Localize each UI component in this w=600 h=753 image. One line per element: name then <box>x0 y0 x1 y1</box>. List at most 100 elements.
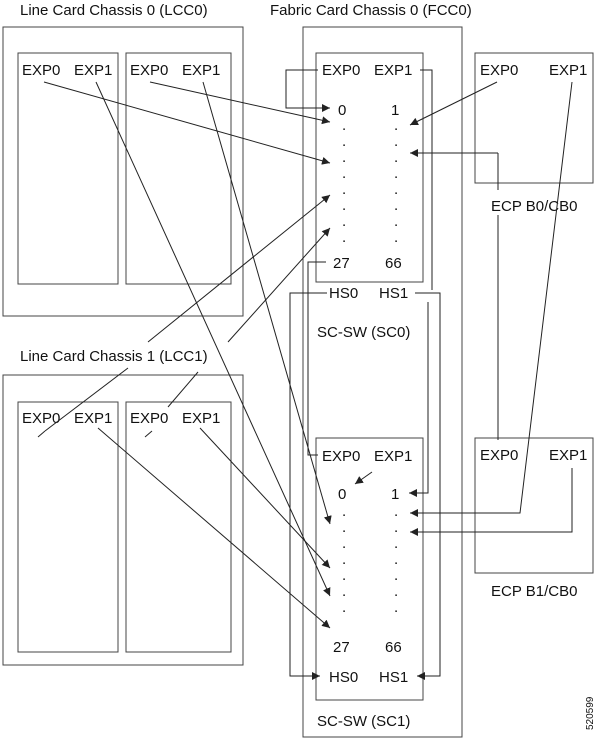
cable-lcc0-c1-exp0 <box>149 81 331 125</box>
lcc1-card-left: EXP0 EXP1 <box>17 401 119 653</box>
lcc0-card-right-frame <box>125 52 232 285</box>
sc1-dots-right: . . . . . . . <box>394 503 398 616</box>
sc1-dot-right: . <box>394 567 398 584</box>
sc1-dot-right: . <box>394 599 398 616</box>
cable-sc0-exp1-to-sc1-port1 <box>409 302 429 497</box>
lcc0-chassis: Line Card Chassis 0 (LCC0) EXP0 EXP1 EXP… <box>2 2 244 317</box>
sc1-dot-right: . <box>394 519 398 536</box>
sc0-dot-left: . <box>342 229 346 246</box>
cable-lcc1-c1-exp0-up <box>227 227 331 343</box>
sc0-dot-left: . <box>342 197 346 214</box>
sc0-dot-right: . <box>394 181 398 198</box>
ecp-b0-frame <box>474 52 594 184</box>
sc1-switch: EXP0 EXP1 0 1 . . . . . . . . . . . . . … <box>315 437 424 730</box>
lcc1-card-left-frame <box>17 401 119 653</box>
cable-lcc1-c0-exp0 <box>37 430 46 438</box>
ecp-b0-exp0-label: EXP0 <box>480 62 518 79</box>
lcc1-title-backdrop <box>16 344 244 366</box>
sc0-dot-right: . <box>394 117 398 134</box>
sc0-dot-right: . <box>394 133 398 150</box>
fcc0-chassis: Fabric Card Chassis 0 (FCC0) EXP0 EXP1 0… <box>270 2 472 738</box>
sc1-label: SC-SW (SC1) <box>317 713 410 730</box>
sc1-hs0-label: HS0 <box>329 669 358 686</box>
lcc0-chassis-frame <box>2 26 244 317</box>
sc1-port-0: 0 <box>338 486 346 503</box>
lcc0-card-right-exp0-label: EXP0 <box>130 62 168 79</box>
lcc1-card-right-frame <box>125 401 232 653</box>
cable-sc1-0-arrow <box>354 471 373 485</box>
sc0-dot-right: . <box>394 213 398 230</box>
cable-lcc1-c0-exp0-link <box>44 367 129 432</box>
cable-lcc1-c1-exp0-link <box>167 371 199 408</box>
lcc1-card-right-exp1-label: EXP1 <box>182 410 220 427</box>
sc0-switch: EXP0 EXP1 0 1 . . . . . . . . . . . . . … <box>315 52 424 341</box>
cable-lcc0-c0-exp1 <box>95 81 331 597</box>
fcc0-title: Fabric Card Chassis 0 (FCC0) <box>270 2 472 19</box>
lcc0-card-right: EXP0 EXP1 <box>125 52 232 285</box>
lcc0-card-left: EXP0 EXP1 <box>17 52 119 285</box>
sc0-dots-right: . . . . . . . . <box>394 117 398 246</box>
lcc1-chassis-frame <box>2 374 244 666</box>
cable-lcc1-c0-exp0-up <box>147 194 331 343</box>
sc1-dot-left: . <box>342 535 346 552</box>
cable-lcc1-c0-exp1 <box>97 427 331 629</box>
sc0-label: SC-SW (SC0) <box>317 324 410 341</box>
sc0-dot-right: . <box>394 197 398 214</box>
ecp-b0-exp1-label: EXP1 <box>549 62 587 79</box>
sc0-port-1: 1 <box>391 102 399 119</box>
cables <box>37 69 573 680</box>
lcc0-card-right-exp1-label: EXP1 <box>182 62 220 79</box>
sc0-frame <box>315 52 424 283</box>
sc0-dot-left: . <box>342 181 346 198</box>
sc0-dots-left: . . . . . . . . <box>342 117 346 246</box>
cable-sc0-hs0-left <box>289 292 327 680</box>
lcc1-card-left-exp1-label: EXP1 <box>74 410 112 427</box>
cable-sc0-27-to-sc1-exp0 <box>307 261 326 456</box>
sc0-port-27: 27 <box>333 255 350 272</box>
cable-sc0-exp0-loop <box>285 69 330 112</box>
lcc1-chassis: Line Card Chassis 1 (LCC1) EXP0 EXP1 EXP… <box>2 344 244 666</box>
sc1-dot-right: . <box>394 503 398 520</box>
lcc1-card-left-exp0-label: EXP0 <box>22 410 60 427</box>
sc0-dot-left: . <box>342 165 346 182</box>
sc0-hs0-label: HS0 <box>329 285 358 302</box>
sc0-port-66: 66 <box>385 255 402 272</box>
cable-lcc1-c1-exp1 <box>199 427 331 569</box>
sc1-dot-right: . <box>394 583 398 600</box>
sc1-exp1-label: EXP1 <box>374 448 412 465</box>
lcc0-card-left-exp1-label: EXP1 <box>74 62 112 79</box>
sc0-dot-right: . <box>394 165 398 182</box>
sc0-exp1-label: EXP1 <box>374 62 412 79</box>
ecp-b1-frame <box>474 437 594 574</box>
sc1-dot-left: . <box>342 519 346 536</box>
sc1-dot-right: . <box>394 535 398 552</box>
cable-sc0-exp1-to-sc1-exp0 <box>420 69 433 290</box>
lcc0-title: Line Card Chassis 0 (LCC0) <box>20 2 208 19</box>
ecp-b1: EXP0 EXP1 ECP B1/CB0 <box>474 437 594 600</box>
sc0-dot-left: . <box>342 213 346 230</box>
sc1-dot-right: . <box>394 551 398 568</box>
sc0-dot-left: . <box>342 149 346 166</box>
ecp-b1-exp0-label: EXP0 <box>480 447 518 464</box>
lcc0-card-left-frame <box>17 52 119 285</box>
ecp-b1-exp1-label: EXP1 <box>549 447 587 464</box>
fcc0-chassis-frame <box>302 26 463 738</box>
cable-lcc0-c1-exp1 <box>202 81 332 525</box>
ecp-b0-label: ECP B0/CB0 <box>491 198 577 215</box>
sc1-port-66: 66 <box>385 639 402 656</box>
sc0-port-0: 0 <box>338 102 346 119</box>
figure-id: 520599 <box>585 696 596 730</box>
sc0-exp0-label: EXP0 <box>322 62 360 79</box>
cable-lcc1-c1-exp0 <box>144 430 153 438</box>
sc0-dot-left: . <box>342 117 346 134</box>
cable-sc0-hs1-right <box>415 292 441 680</box>
cable-ecpb0-exp0 <box>409 81 498 126</box>
sc1-dot-left: . <box>342 503 346 520</box>
sc1-dot-left: . <box>342 583 346 600</box>
sc1-dot-left: . <box>342 599 346 616</box>
sc0-dot-right: . <box>394 229 398 246</box>
sc1-exp0-label: EXP0 <box>322 448 360 465</box>
lcc1-card-right: EXP0 EXP1 <box>125 401 232 653</box>
lcc1-title: Line Card Chassis 1 (LCC1) <box>20 348 208 365</box>
cable-ecpb1-exp1 <box>410 468 573 536</box>
